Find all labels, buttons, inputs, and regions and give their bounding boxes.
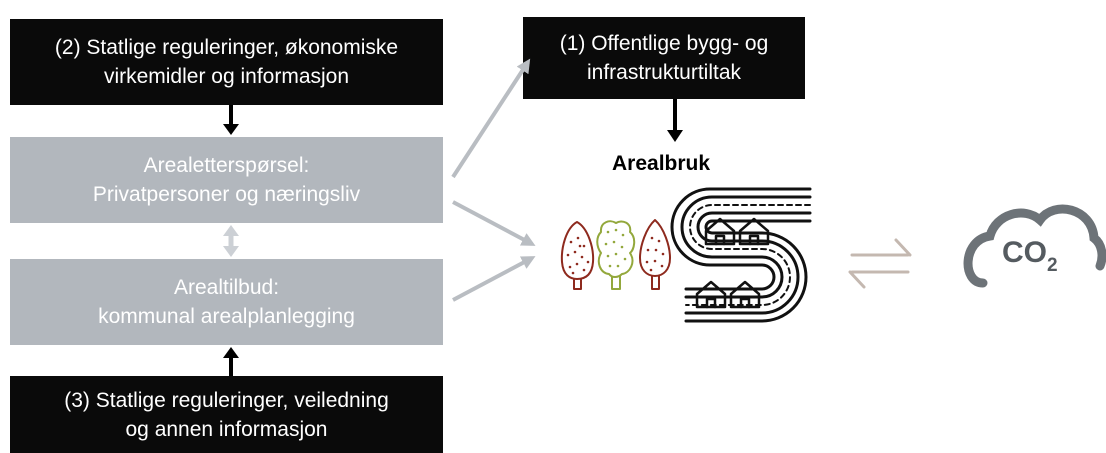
cloud-icon xyxy=(963,204,1106,288)
box-line: Arealetterspørsel: xyxy=(143,154,310,177)
box-line: (1) Offentlige bygg- og xyxy=(559,32,769,55)
land-demand-box: Arealetterspørsel: Privatpersoner og nær… xyxy=(10,137,443,223)
co2-main: CO xyxy=(1002,236,1047,269)
land-use-title: Arealbruk xyxy=(612,152,711,175)
box-line: infrastrukturtiltak xyxy=(586,61,742,84)
box-line: og annen informasjon xyxy=(125,417,328,441)
grey-arrows xyxy=(451,58,536,302)
box-line: Privatpersoner og næringsliv xyxy=(92,183,361,206)
box-line: kommunal arealplanlegging xyxy=(98,305,355,328)
box-line: (3) Statlige reguleringer, veiledning xyxy=(64,388,389,412)
state-regulations-economic-box: (2) Statlige reguleringer, økonomiske vi… xyxy=(10,19,443,105)
arrow-up-to-supply xyxy=(223,347,239,376)
tree-icon xyxy=(560,219,671,290)
arrow-down-to-demand xyxy=(223,105,239,135)
public-infrastructure-box: (1) Offentlige bygg- og infrastrukturtil… xyxy=(523,17,805,99)
box-line: (2) Statlige reguleringer, økonomiske xyxy=(54,36,399,59)
co2-label: CO2 xyxy=(1002,236,1058,276)
exchange-arrows-icon xyxy=(848,238,912,289)
land-supply-box: Arealtilbud: kommunal arealplanlegging xyxy=(10,259,443,345)
box-line: Arealtilbud: xyxy=(173,276,280,299)
box-line: virkemidler og informasjon xyxy=(103,65,350,88)
co2-subscript: 2 xyxy=(1047,255,1058,276)
arrow-down-to-land-use xyxy=(667,99,683,142)
road-houses-icon xyxy=(670,187,812,323)
double-arrow-demand-supply xyxy=(223,225,239,257)
state-regulations-guidance-box: (3) Statlige reguleringer, veiledning og… xyxy=(10,376,443,453)
